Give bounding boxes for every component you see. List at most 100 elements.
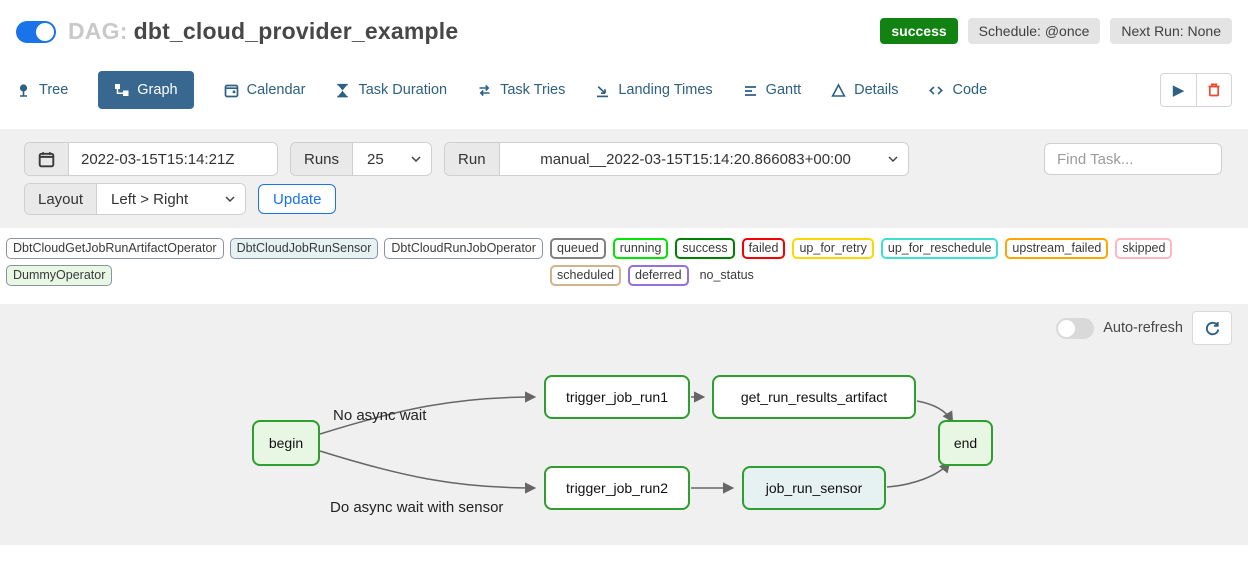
tab-calendar[interactable]: Calendar bbox=[224, 82, 306, 98]
dag-prefix-label: DAG: bbox=[68, 18, 128, 44]
filter-row-1: Runs 25 Run manual__2022-03-15T15:14:20.… bbox=[24, 142, 1224, 176]
layout-value: Left > Right bbox=[111, 190, 189, 208]
operator-badge: DbtCloudJobRunSensor bbox=[229, 238, 379, 259]
trash-icon bbox=[1208, 83, 1220, 97]
repeat-icon bbox=[479, 84, 490, 96]
refresh-icon bbox=[1205, 321, 1219, 335]
task-node-trigger-job-run1[interactable]: trigger_job_run1 bbox=[544, 375, 690, 419]
tab-tree[interactable]: Tree bbox=[16, 82, 68, 98]
edge-begin-trigger2 bbox=[319, 450, 537, 494]
task-node-end[interactable]: end bbox=[938, 420, 993, 466]
plane-landing-icon bbox=[597, 85, 609, 97]
tab-gantt[interactable]: Gantt bbox=[743, 82, 801, 98]
schedule-badge: Schedule: @once bbox=[967, 18, 1101, 44]
tab-label: Code bbox=[952, 82, 988, 98]
filter-row-2: Layout Left > Right Update bbox=[24, 183, 1224, 215]
status-badge-deferred[interactable]: deferred bbox=[628, 265, 689, 286]
task-node-job-run-sensor[interactable]: job_run_sensor bbox=[742, 466, 886, 510]
run-select-group: Run manual__2022-03-15T15:14:20.866083+0… bbox=[444, 142, 909, 176]
operator-badge: DbtCloudGetJobRunArtifactOperator bbox=[6, 238, 224, 259]
chevron-down-icon bbox=[225, 196, 235, 202]
refresh-button[interactable] bbox=[1192, 311, 1232, 345]
tab-graph[interactable]: Graph bbox=[98, 71, 194, 109]
num-runs-group: Runs 25 bbox=[290, 142, 433, 176]
next-run-badge: Next Run: None bbox=[1110, 18, 1232, 44]
calendar-icon bbox=[38, 151, 55, 167]
header-badges: success Schedule: @once Next Run: None bbox=[880, 18, 1232, 44]
calendar-icon bbox=[224, 84, 238, 97]
status-badge-success[interactable]: success bbox=[675, 238, 735, 259]
status-badge-skipped[interactable]: skipped bbox=[1115, 238, 1173, 259]
base-date-input[interactable] bbox=[69, 143, 277, 175]
status-badge-upstream-failed[interactable]: upstream_failed bbox=[1005, 238, 1109, 259]
run-select[interactable]: manual__2022-03-15T15:14:20.866083+00:00 bbox=[499, 143, 908, 175]
find-task-input[interactable] bbox=[1044, 143, 1222, 175]
task-node-trigger-job-run2[interactable]: trigger_job_run2 bbox=[544, 466, 690, 510]
chevron-down-icon bbox=[888, 156, 898, 162]
dag-graph-panel: Auto-refresh No async wait Do async wait… bbox=[0, 304, 1248, 545]
base-date-group bbox=[24, 142, 278, 176]
play-icon: ▶ bbox=[1172, 81, 1185, 99]
dag-status-badge: success bbox=[880, 18, 958, 44]
layout-group: Layout Left > Right bbox=[24, 183, 247, 215]
page-title: DAG:dbt_cloud_provider_example bbox=[68, 18, 458, 45]
status-legend: queued running success failed up_for_ret… bbox=[550, 238, 1242, 286]
task-node-get-run-results-artifact[interactable]: get_run_results_artifact bbox=[712, 375, 916, 419]
dag-pause-toggle[interactable] bbox=[16, 20, 56, 43]
chevron-down-icon bbox=[411, 156, 421, 162]
auto-refresh-toggle[interactable] bbox=[1056, 317, 1095, 339]
num-runs-select[interactable]: 25 bbox=[353, 143, 432, 175]
tab-label: Details bbox=[854, 82, 899, 98]
tab-task-tries[interactable]: Task Tries bbox=[477, 82, 565, 98]
view-tabbar: Tree Graph Calendar Task Duration Task T… bbox=[0, 69, 1248, 111]
tab-label: Graph bbox=[137, 82, 178, 98]
status-badge-running[interactable]: running bbox=[612, 238, 669, 259]
run-label: Run bbox=[445, 143, 500, 175]
refresh-area: Auto-refresh bbox=[1056, 311, 1232, 345]
edge-label-async-sensor: Do async wait with sensor bbox=[330, 499, 504, 516]
tab-task-duration[interactable]: Task Duration bbox=[335, 82, 447, 98]
calendar-addon[interactable] bbox=[25, 143, 69, 175]
operator-legend: DbtCloudGetJobRunArtifactOperator DbtClo… bbox=[6, 238, 550, 286]
layout-select[interactable]: Left > Right bbox=[97, 184, 246, 214]
edge-begin-trigger1 bbox=[319, 391, 537, 435]
tab-label: Task Tries bbox=[500, 82, 566, 98]
tab-label: Calendar bbox=[246, 82, 306, 98]
triangle-icon bbox=[831, 82, 846, 97]
layout-label: Layout bbox=[25, 184, 98, 214]
status-badge-queued[interactable]: queued bbox=[550, 238, 606, 259]
toggle-knob bbox=[36, 22, 54, 41]
status-badge-up-for-retry[interactable]: up_for_retry bbox=[792, 238, 874, 259]
num-runs-value: 25 bbox=[367, 150, 384, 168]
tab-details[interactable]: Details bbox=[831, 82, 898, 98]
tab-label: Landing Times bbox=[618, 82, 713, 98]
tab-label: Task Duration bbox=[358, 82, 448, 98]
tab-label: Tree bbox=[39, 82, 69, 98]
operator-badge: DummyOperator bbox=[6, 265, 113, 286]
edge-label-no-async: No async wait bbox=[333, 407, 427, 424]
status-badge-up-for-reschedule[interactable]: up_for_reschedule bbox=[880, 238, 999, 259]
dag-actions: ▶ bbox=[1160, 73, 1232, 107]
hourglass-icon bbox=[337, 83, 349, 97]
update-button[interactable]: Update bbox=[258, 184, 337, 214]
dag-header: DAG:dbt_cloud_provider_example success S… bbox=[0, 0, 1248, 45]
graph-icon bbox=[115, 83, 129, 96]
trigger-dag-button[interactable]: ▶ bbox=[1160, 73, 1196, 107]
gantt-icon bbox=[744, 85, 756, 96]
legend: DbtCloudGetJobRunArtifactOperator DbtClo… bbox=[0, 228, 1248, 292]
tree-icon bbox=[19, 83, 28, 97]
task-node-begin[interactable]: begin bbox=[252, 420, 320, 466]
status-badge-scheduled[interactable]: scheduled bbox=[550, 265, 621, 286]
run-value: manual__2022-03-15T15:14:20.866083+00:00 bbox=[540, 150, 851, 168]
delete-dag-button[interactable] bbox=[1196, 73, 1232, 107]
operator-badge: DbtCloudRunJobOperator bbox=[384, 238, 543, 259]
tab-label: Gantt bbox=[765, 82, 802, 98]
code-icon bbox=[929, 85, 944, 95]
status-badge-failed[interactable]: failed bbox=[741, 238, 786, 259]
runs-label: Runs bbox=[291, 143, 354, 175]
status-badge-no-status: no_status bbox=[699, 268, 754, 282]
tab-code[interactable]: Code bbox=[928, 82, 987, 98]
toggle-knob bbox=[1058, 319, 1076, 337]
edge-sensor-end bbox=[886, 461, 951, 488]
tab-landing-times[interactable]: Landing Times bbox=[595, 82, 713, 98]
